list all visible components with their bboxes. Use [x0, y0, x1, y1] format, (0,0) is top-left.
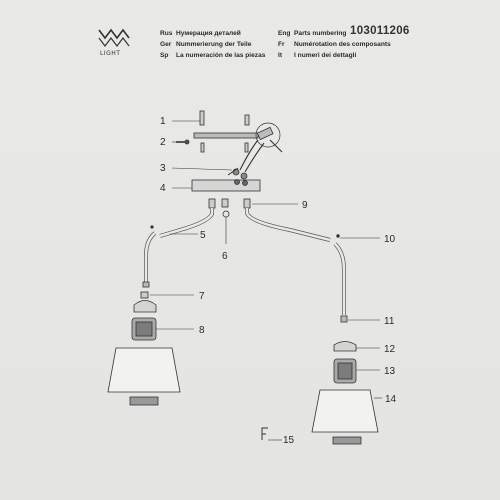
part-number-7: 7: [199, 291, 205, 302]
brand-logo-icon: [98, 28, 130, 47]
part-number-12: 12: [384, 344, 396, 355]
document-number: 103011206: [350, 25, 410, 37]
part-number-6: 6: [222, 251, 228, 262]
mounting-bracket-part: [193, 110, 259, 153]
part-number-8: 8: [199, 325, 205, 336]
part-number-5: 5: [200, 230, 206, 241]
terminal-block-part: [239, 122, 283, 173]
part-number-10: 10: [384, 234, 396, 245]
small-clip-part: [261, 427, 268, 440]
leader-lines: [150, 120, 382, 441]
part-number-4: 4: [160, 183, 166, 194]
left-arm-part: [142, 198, 216, 288]
part-number-14: 14: [385, 394, 397, 405]
part-number-13: 13: [384, 366, 396, 377]
right-arm-part: [243, 198, 348, 323]
canopy-plate-part: [191, 179, 261, 192]
screw-part: [176, 139, 190, 145]
part-number-2: 2: [160, 137, 166, 148]
part-number-15: 15: [283, 435, 295, 446]
left-socket-assembly: [107, 291, 181, 406]
part-numbers: 1 2 3 4 5 6 7 8 9 10 11 12 13 14 15: [160, 116, 397, 446]
part-number-9: 9: [302, 200, 308, 211]
part-number-1: 1: [160, 116, 166, 127]
brand-name: LIGHT: [100, 50, 121, 57]
part-number-11: 11: [384, 316, 395, 327]
part-number-3: 3: [160, 163, 166, 174]
wire-connectors-part: [227, 167, 248, 180]
right-socket-assembly: [311, 341, 379, 445]
spacer-part: [221, 198, 230, 218]
